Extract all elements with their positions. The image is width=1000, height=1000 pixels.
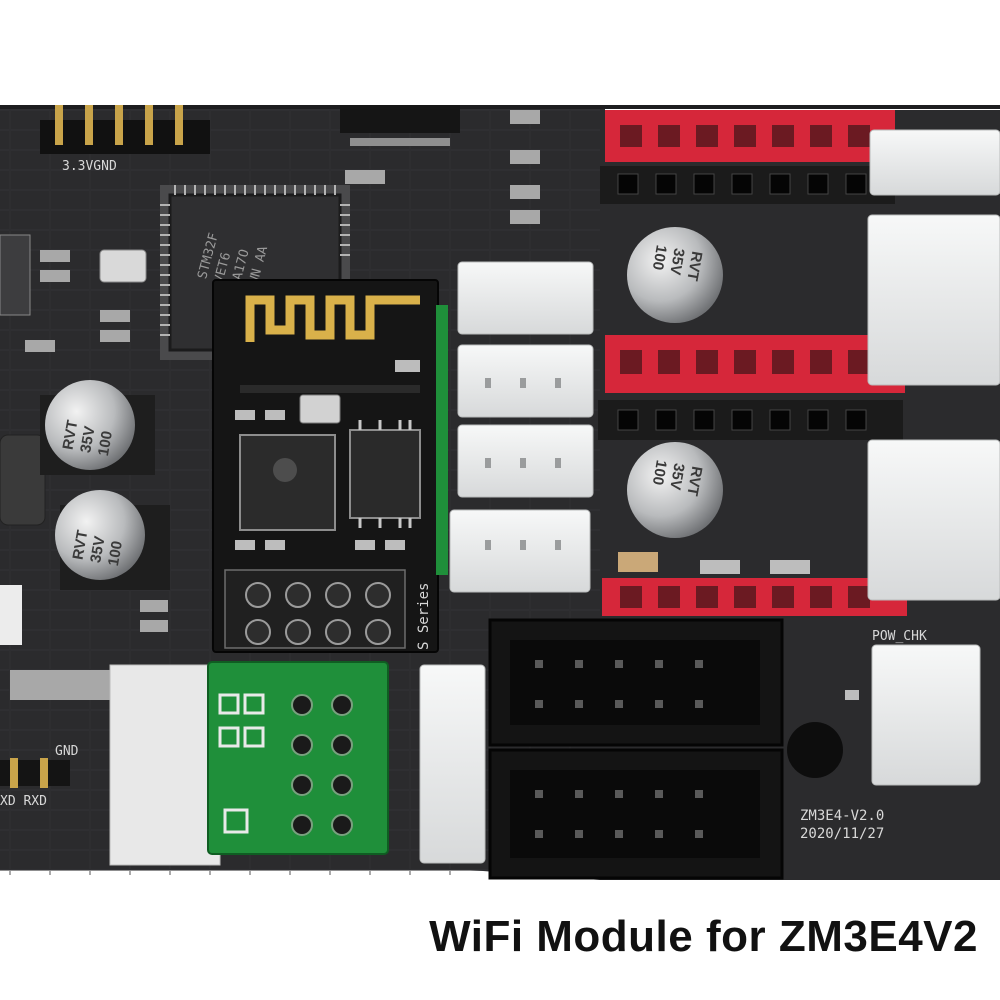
mounting-hole — [787, 722, 843, 778]
cap-right-bottom-100: 100 — [649, 459, 670, 487]
jst-connectors-right — [867, 129, 1000, 786]
cap-left-top-100: 100 — [95, 430, 116, 458]
uart-header: GND XD RXD — [0, 744, 79, 809]
smd-resistors — [10, 110, 540, 700]
white-socket-block — [109, 664, 221, 866]
cap-left-bottom-35v: 35V — [87, 535, 108, 564]
cap-right-bottom-rvt: RVT — [683, 465, 705, 497]
pow-chk-label: POW_CHK — [872, 629, 927, 644]
idc-headers — [488, 618, 784, 880]
esp-chip — [239, 434, 336, 531]
cap-right-top-100: 100 — [649, 244, 670, 272]
capacitor-left-bottom: RVT 35V 100 — [55, 490, 170, 590]
green-adapter-pcb — [207, 661, 389, 855]
jst-connector-small — [419, 664, 486, 864]
gnd-label-left: GND — [55, 744, 79, 759]
crystal — [99, 249, 147, 283]
caption: WiFi Module for ZM3E4V2 — [429, 912, 978, 961]
pin-header-3v3: 3.3VGND — [40, 105, 210, 174]
inductor — [0, 434, 46, 526]
smd-parts-right — [618, 552, 859, 700]
cap-left-bottom-rvt: RVT — [70, 529, 92, 561]
flash-chip — [349, 429, 421, 519]
date-label: 2020/11/27 — [800, 826, 884, 842]
capacitor-right-top: RVT 35V 100 — [627, 227, 723, 323]
version-label: ZM3E4-V2.0 — [800, 808, 884, 824]
voltage-regulator — [0, 234, 31, 316]
capacitor-left-top: RVT 35V 100 — [40, 380, 155, 475]
esp-wifi-module: S Series — [212, 279, 448, 653]
gnd-label-top: 3.3VGND — [62, 159, 117, 174]
pin-header-top-middle — [340, 105, 460, 146]
cap-right-bottom-35v: 35V — [666, 462, 687, 491]
cap-right-top-35v: 35V — [666, 247, 687, 276]
capacitor-right-bottom: RVT 35V 100 — [627, 442, 723, 538]
jst-connectors-middle — [449, 261, 594, 593]
driver-headers — [598, 110, 907, 616]
cap-left-bottom-100: 100 — [105, 540, 126, 568]
cap-right-top-rvt: RVT — [683, 250, 705, 282]
cap-left-top-35v: 35V — [77, 425, 98, 454]
uart-label: XD RXD — [0, 794, 47, 809]
antenna-trace — [245, 295, 420, 342]
cap-left-top-rvt: RVT — [60, 419, 82, 451]
module-series-label: S Series — [416, 583, 432, 650]
white-block-left — [0, 585, 22, 645]
